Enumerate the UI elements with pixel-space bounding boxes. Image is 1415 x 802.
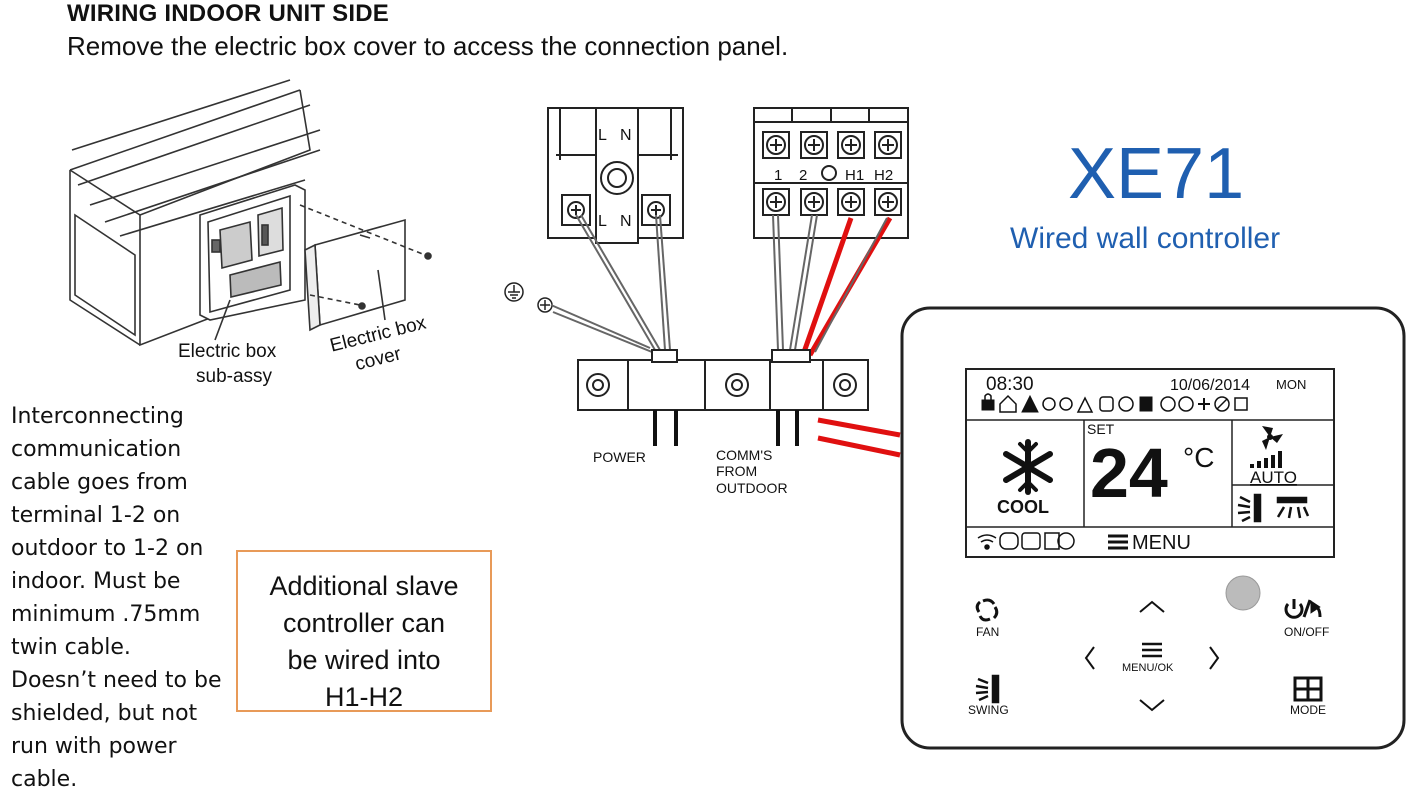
note-line: indoor. Must be bbox=[11, 569, 181, 594]
comm-label-line1: COMM'S bbox=[716, 447, 772, 463]
lcd-temp-unit: °C bbox=[1183, 442, 1214, 473]
earth-icon bbox=[504, 282, 553, 313]
note-line: cable goes from bbox=[11, 470, 188, 495]
cable-clamp-bar bbox=[577, 349, 869, 411]
note-line: run with power bbox=[11, 734, 177, 759]
right-arrow-button[interactable] bbox=[1209, 646, 1220, 670]
slave-note-line: controller can bbox=[282, 608, 446, 638]
sensor-icon bbox=[1225, 575, 1261, 611]
chevron-up-icon bbox=[1139, 600, 1165, 613]
note-line: Doesn’t need to be bbox=[11, 668, 222, 693]
power-label: POWER bbox=[593, 449, 646, 465]
slave-note-line: Additional slave bbox=[269, 571, 459, 601]
power-wires bbox=[550, 214, 671, 353]
fan-button-label: FAN bbox=[976, 625, 999, 639]
cable-note: Interconnecting communication cable goes… bbox=[11, 400, 241, 796]
electric-box-label: Electric box bbox=[178, 341, 277, 362]
lcd-bottom-icons bbox=[977, 532, 1075, 550]
controller-subtitle: Wired wall controller bbox=[1010, 222, 1281, 255]
lcd-menu-label: MENU bbox=[1132, 532, 1191, 554]
power-terminal-l-top: L bbox=[598, 127, 607, 144]
menu-ok-button[interactable]: MENU/OK bbox=[1122, 642, 1174, 674]
page-title: WIRING INDOOR UNIT SIDE bbox=[67, 0, 389, 27]
power-icon bbox=[1284, 599, 1322, 619]
slave-note-line: be wired into bbox=[287, 645, 441, 675]
controller-wires-red bbox=[800, 216, 901, 458]
power-terminal-l-bottom: L bbox=[598, 213, 607, 230]
lcd-swing-icon bbox=[1237, 493, 1262, 523]
electric-box-label-line2: sub-assy bbox=[196, 366, 273, 387]
lcd-temperature: 24 bbox=[1090, 434, 1168, 512]
on-off-button-label: ON/OFF bbox=[1284, 625, 1329, 639]
on-off-button[interactable]: ON/OFF bbox=[1284, 599, 1329, 639]
power-terminal-n-bottom: N bbox=[620, 213, 632, 230]
controller-model: XE71 bbox=[1068, 134, 1245, 214]
comm-wires bbox=[772, 214, 818, 351]
comm-terminal-screws bbox=[762, 131, 902, 216]
note-line: twin cable. bbox=[11, 635, 131, 660]
comm-terminal-h2: H2 bbox=[874, 167, 893, 184]
slave-controller-callout bbox=[236, 550, 492, 712]
left-arrow-button[interactable] bbox=[1084, 646, 1095, 670]
swing-icon bbox=[975, 674, 1000, 704]
chevron-left-icon bbox=[1084, 646, 1095, 670]
lcd-airflow-icon bbox=[1276, 496, 1310, 519]
chevron-right-icon bbox=[1209, 646, 1220, 670]
fan-speed-icon bbox=[1250, 426, 1283, 468]
comm-terminal-1: 1 bbox=[774, 167, 782, 184]
comm-terminal-2: 2 bbox=[799, 167, 807, 184]
note-line: communication bbox=[11, 437, 182, 462]
mode-button-label: MODE bbox=[1290, 703, 1326, 717]
chevron-down-icon bbox=[1139, 699, 1165, 712]
menu-icon bbox=[1108, 534, 1128, 550]
note-line: outdoor to 1-2 on bbox=[11, 536, 204, 561]
lcd-status-icons bbox=[981, 393, 1248, 413]
comm-label-line3: OUTDOOR bbox=[716, 480, 788, 496]
snowflake-icon bbox=[1003, 439, 1053, 495]
slave-note-line: H1-H2 bbox=[324, 682, 404, 712]
swing-button-label: SWING bbox=[968, 703, 1009, 717]
menu-ok-icon bbox=[1142, 642, 1162, 658]
note-line: shielded, but not bbox=[11, 701, 198, 726]
note-line: terminal 1-2 on bbox=[11, 503, 181, 528]
comm-terminal-h1: H1 bbox=[845, 167, 864, 184]
note-line: Interconnecting bbox=[11, 404, 184, 429]
comm-terminal-block bbox=[753, 107, 909, 239]
lcd-date: 10/06/2014 bbox=[1170, 377, 1250, 394]
fan-button[interactable]: FAN bbox=[975, 598, 999, 639]
up-arrow-button[interactable] bbox=[1139, 600, 1165, 613]
page-subtitle: Remove the electric box cover to access … bbox=[67, 31, 789, 61]
mode-icon bbox=[1293, 676, 1323, 702]
indoor-unit-sketch bbox=[69, 79, 432, 347]
comm-label-line2: FROM bbox=[716, 463, 757, 479]
lcd-time: 08:30 bbox=[986, 374, 1034, 395]
swing-button[interactable]: SWING bbox=[968, 674, 1009, 717]
menu-ok-button-label: MENU/OK bbox=[1122, 662, 1174, 674]
note-line: minimum .75mm bbox=[11, 602, 201, 627]
lcd-set-label: SET bbox=[1087, 421, 1115, 437]
power-terminal-n-top: N bbox=[620, 127, 632, 144]
mode-button[interactable]: MODE bbox=[1290, 676, 1326, 717]
fan-icon bbox=[975, 598, 999, 622]
note-line: cable. bbox=[11, 767, 78, 792]
lcd-day: MON bbox=[1276, 377, 1306, 392]
down-arrow-button[interactable] bbox=[1139, 699, 1165, 712]
lcd-mode-label: COOL bbox=[997, 497, 1049, 517]
power-terminal-block bbox=[547, 107, 684, 244]
wall-controller: 08:30 10/06/2014 MON COOL SET 24 °C bbox=[900, 306, 1406, 750]
lcd-fan-label: AUTO bbox=[1250, 468, 1297, 487]
slave-controller-note: Additional slave controller can be wired… bbox=[236, 568, 492, 716]
